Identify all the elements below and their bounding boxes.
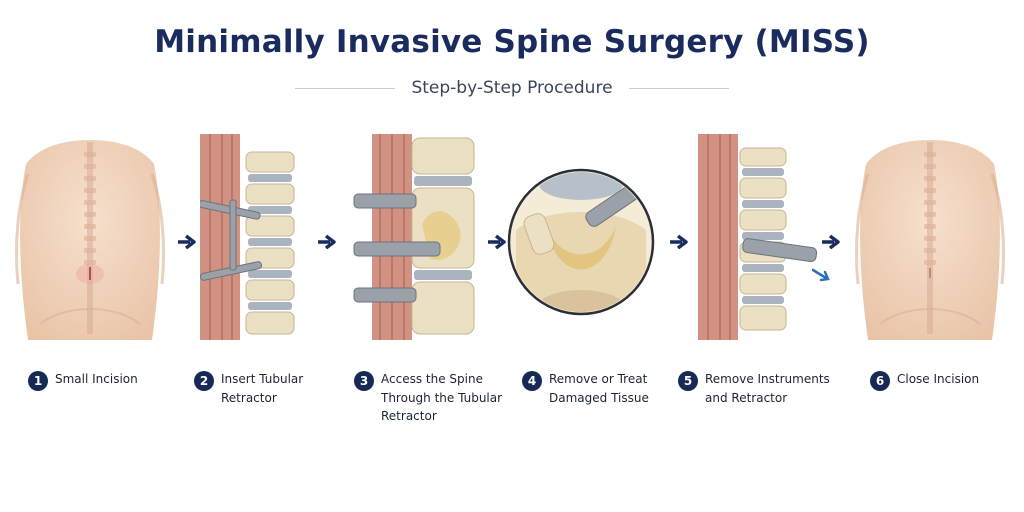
page-title: Minimally Invasive Spine Surgery (MISS) <box>154 24 870 60</box>
step-number-badge: 1 <box>28 371 48 391</box>
step-label: Access the Spine Through the Tubular Ret… <box>381 372 503 423</box>
step-arrow-icon <box>176 234 198 250</box>
step-number-badge: 3 <box>354 371 374 391</box>
step-label: Remove or Treat Damaged Tissue <box>549 372 649 405</box>
illustration-insert-retractor <box>200 134 310 340</box>
subtitle-divider-left <box>295 87 396 89</box>
illustration-close-incision <box>850 134 1010 340</box>
spine-access-illustration <box>353 134 475 340</box>
step-6: 6 Close Incision <box>870 370 979 391</box>
step-number-badge: 4 <box>522 371 542 391</box>
step-label: Close Incision <box>897 372 980 386</box>
step-label: Remove Instruments and Retractor <box>705 372 830 405</box>
subtitle-divider-right <box>628 87 729 89</box>
page-subtitle: Step-by-Step Procedure <box>411 78 613 98</box>
illustration-access-spine <box>352 134 482 340</box>
back-illustration <box>14 140 166 340</box>
tissue-treatment-illustration <box>507 168 655 316</box>
extraction-arrow-icon <box>812 268 832 282</box>
step-label: Insert Tubular Retractor <box>221 372 304 405</box>
step-arrow-icon <box>486 234 508 250</box>
step-label: Small Incision <box>55 372 138 386</box>
closed-back-illustration <box>854 140 1006 340</box>
step-4: 4 Remove or Treat Damaged Tissue <box>522 370 649 407</box>
illustration-remove-tissue <box>506 134 656 340</box>
step-number-badge: 6 <box>870 371 890 391</box>
step-number-badge: 2 <box>194 371 214 391</box>
step-3: 3 Access the Spine Through the Tubular R… <box>354 370 502 426</box>
instrument-removal-illustration <box>698 134 818 340</box>
spine-retractor-illustration <box>200 134 295 340</box>
step-number-badge: 5 <box>678 371 698 391</box>
illustration-remove-instruments <box>698 134 818 340</box>
step-arrow-icon <box>820 234 842 250</box>
subtitle-row: Step-by-Step Procedure <box>0 78 1024 98</box>
step-5: 5 Remove Instruments and Retractor <box>678 370 830 407</box>
illustration-small-incision <box>10 134 170 340</box>
step-2: 2 Insert Tubular Retractor <box>194 370 303 407</box>
step-arrow-icon <box>316 234 338 250</box>
step-1: 1 Small Incision <box>28 370 138 391</box>
step-arrow-icon <box>668 234 690 250</box>
